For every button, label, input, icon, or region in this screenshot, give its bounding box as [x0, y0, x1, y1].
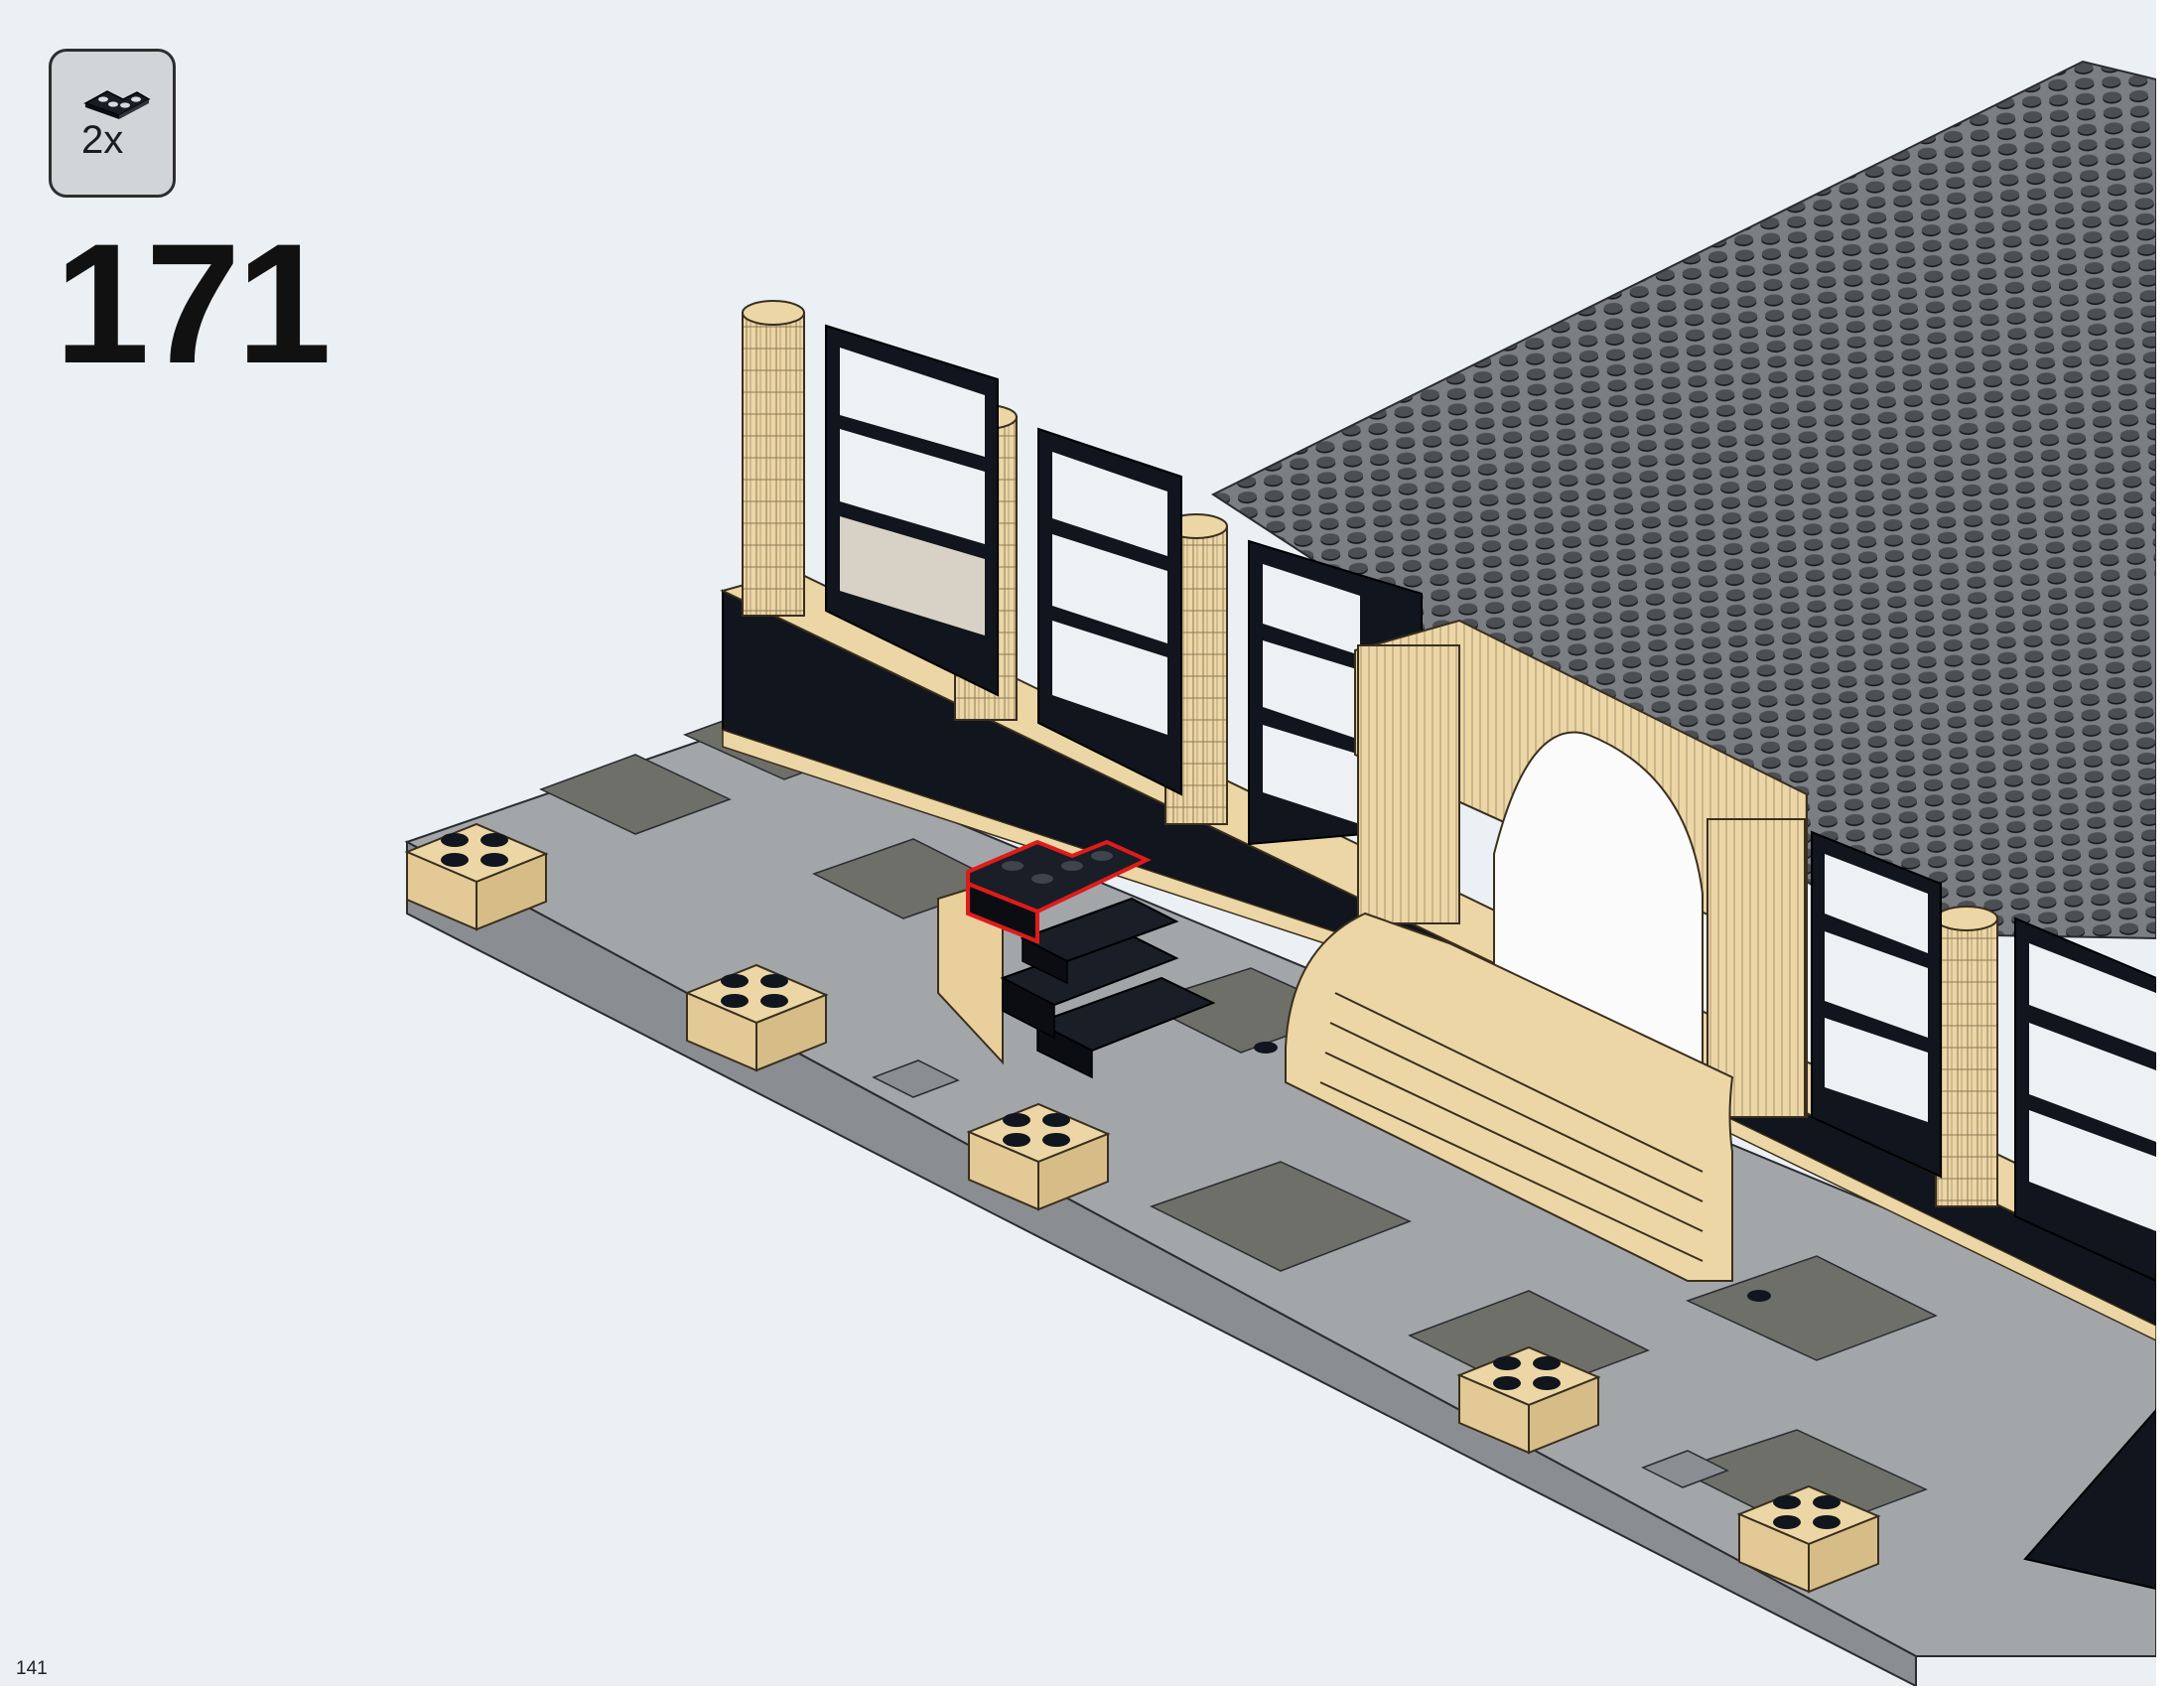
window-2 — [1037, 427, 1182, 796]
window-5 — [2014, 916, 2156, 1283]
part-quantity: 2x — [81, 118, 124, 162]
window-1 — [825, 324, 999, 697]
dark-slope — [2023, 1408, 2156, 1591]
highlighted-new-part — [966, 839, 1152, 944]
page-number: 141 — [16, 1658, 48, 1679]
step-number: 171 — [55, 209, 332, 399]
round-tile — [1747, 1290, 1771, 1302]
plate-2x2-corner-icon — [83, 90, 151, 119]
windows — [825, 324, 2156, 1283]
page-margin — [2156, 0, 2184, 1688]
tan-bricks — [404, 822, 1881, 1594]
round-tile — [1254, 1042, 1278, 1054]
window-4 — [1811, 830, 1942, 1179]
black-stair-stack — [937, 877, 1216, 1079]
parts-callout: 2x — [49, 49, 176, 198]
entrance-steps — [1285, 912, 1734, 1282]
